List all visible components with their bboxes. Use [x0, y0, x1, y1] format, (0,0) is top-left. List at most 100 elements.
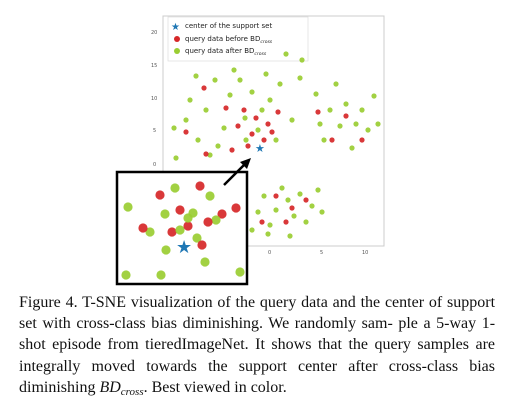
- query-before-point: [315, 109, 321, 115]
- query-before-point: [235, 123, 241, 129]
- query-after-point: [211, 215, 221, 225]
- query-before-point: [241, 107, 247, 113]
- query-after-point: [277, 81, 283, 87]
- figure-caption: Figure 4. T-SNE visualization of the que…: [19, 292, 495, 403]
- query-after-point: [171, 125, 177, 131]
- y-tick-label: 5: [153, 128, 156, 134]
- query-after-point: [303, 219, 309, 225]
- query-before-point: [223, 105, 229, 111]
- legend-after-text: query data after BD: [185, 47, 254, 55]
- query-after-point: [255, 209, 261, 215]
- query-before-point: [231, 203, 241, 213]
- tsne-figure: 20 15 10 5 0 -5 0 5 10 ★ center of the s…: [115, 15, 385, 286]
- caption-line-5: after cross-class bias diminishing BDcro…: [19, 357, 496, 398]
- query-before-point: [245, 143, 251, 149]
- query-after-point: [279, 185, 285, 191]
- query-after-point: [175, 225, 185, 235]
- main-scatter: [171, 51, 381, 239]
- query-after-point: [353, 121, 359, 127]
- query-after-point: [309, 203, 315, 209]
- query-after-point: [371, 93, 377, 99]
- legend-before-label: query data before BDcross: [185, 35, 273, 45]
- query-after-point: [317, 121, 323, 127]
- caption-line-5-pre: after cross-class bias diminishing: [19, 357, 496, 396]
- query-before-point: [201, 85, 207, 91]
- query-after-point: [297, 191, 303, 197]
- query-after-point: [313, 91, 319, 97]
- y-tick-label: 15: [151, 63, 157, 69]
- query-after-point: [273, 207, 279, 213]
- query-after-point: [319, 209, 325, 215]
- query-before-point: [275, 109, 281, 115]
- query-before-point: [183, 221, 193, 231]
- legend-center-label: center of the support set: [185, 22, 272, 30]
- query-after-point: [343, 101, 349, 107]
- query-before-point: [203, 217, 213, 227]
- query-after-point: [337, 123, 343, 129]
- caption-line-5-post: . Best viewed in color.: [143, 378, 287, 396]
- query-after-point: [375, 121, 381, 127]
- query-after-point: [259, 107, 265, 113]
- query-after-point: [231, 67, 237, 73]
- x-tick-label: 5: [320, 250, 323, 256]
- query-after-point: [243, 137, 249, 143]
- legend-after-marker: [174, 48, 180, 54]
- query-after-point: [267, 97, 273, 103]
- query-after-point: [183, 117, 189, 123]
- watermark: CSDN @小杨小杨卖香蕉: [372, 394, 507, 408]
- query-after-point: [187, 97, 193, 103]
- query-before-point: [195, 181, 205, 191]
- query-after-point: [327, 107, 333, 113]
- query-after-point: [205, 191, 215, 201]
- query-after-point: [173, 155, 179, 161]
- legend-after-label: query data after BDcross: [185, 47, 267, 57]
- zoom-arrow-head: [240, 158, 251, 169]
- query-after-point: [289, 117, 295, 123]
- caption-line-2: support set with cross-class bias dimini…: [19, 294, 496, 333]
- query-after-point: [170, 183, 180, 193]
- query-after-point: [287, 233, 293, 239]
- query-after-point: [261, 193, 267, 199]
- query-before-point: [253, 115, 259, 121]
- query-after-point: [349, 145, 355, 151]
- query-before-point: [167, 227, 177, 237]
- query-before-point: [265, 121, 271, 127]
- query-before-point: [283, 219, 289, 225]
- query-after-point: [237, 77, 243, 83]
- query-before-point: [203, 151, 209, 157]
- query-before-point: [273, 193, 279, 199]
- query-before-point: [217, 209, 227, 219]
- query-after-point: [123, 202, 133, 212]
- query-after-point: [265, 231, 271, 237]
- query-before-point: [261, 137, 267, 143]
- y-tick-label: 0: [153, 162, 156, 168]
- query-after-point: [192, 233, 202, 243]
- query-before-point: [197, 240, 207, 250]
- caption-line-4: the query samples are integrally moved t…: [19, 336, 496, 375]
- query-after-point: [227, 92, 233, 98]
- x-tick-label: 10: [362, 250, 368, 256]
- query-before-point: [183, 129, 189, 135]
- caption-line-3: ple a 5-way 1-shot episode from tieredIm…: [19, 315, 496, 354]
- query-before-point: [259, 219, 265, 225]
- y-tick-label: 20: [151, 30, 157, 36]
- query-after-point: [263, 71, 269, 77]
- inset-scatter: [121, 181, 245, 280]
- query-after-point: [242, 115, 248, 121]
- query-after-point: [200, 257, 210, 267]
- legend-star-icon: ★: [171, 22, 180, 33]
- legend-before-sub: cross: [260, 39, 272, 45]
- caption-bd: BD: [99, 378, 121, 396]
- query-after-point: [160, 209, 170, 219]
- query-after-point: [315, 187, 321, 193]
- query-after-point: [195, 137, 201, 143]
- query-after-point: [156, 270, 166, 280]
- caption-line-1: Figure 4. T-SNE visualization of the que…: [19, 294, 443, 311]
- query-before-point: [359, 137, 365, 143]
- query-after-point: [145, 227, 155, 237]
- query-before-point: [138, 223, 148, 233]
- query-after-point: [359, 107, 365, 113]
- caption-bd-sub: cross: [120, 385, 144, 398]
- query-after-point: [273, 137, 279, 143]
- legend-before-marker: [174, 36, 180, 42]
